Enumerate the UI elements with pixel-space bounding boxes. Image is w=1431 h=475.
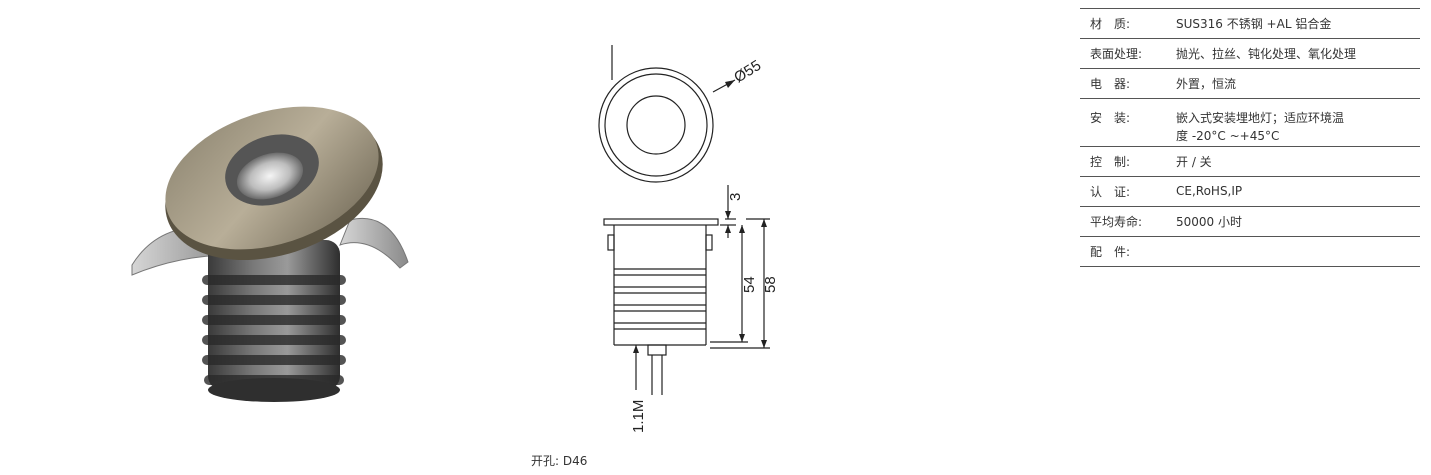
cutout-caption: 开孔: D46 <box>531 454 588 468</box>
product-render <box>131 106 409 402</box>
spec-key: 安 装: <box>1090 111 1131 125</box>
spec-value: 50000 小时 <box>1174 206 1420 237</box>
spec-row: 表面处理: 抛光、拉丝、钝化处理、氧化处理 <box>1080 38 1420 69</box>
spec-key: 平均寿命: <box>1080 206 1174 237</box>
spec-row: 材 质: SUS316 不锈钢 +AL 铝合金 <box>1080 8 1420 39</box>
spec-value <box>1174 236 1420 267</box>
total-height-label: 58 <box>762 276 779 293</box>
spec-key: 认 证: <box>1080 176 1174 207</box>
spec-row: 安 装: 嵌入式安装埋地灯；适应环境温 <box>1080 99 1420 127</box>
spec-row: 配 件: <box>1080 236 1420 267</box>
technical-drawing: Ø55 3 54 58 1.1M <box>560 35 820 445</box>
diameter-label: Ø55 <box>731 57 764 86</box>
spec-key: 控 制: <box>1080 146 1174 177</box>
spec-key: 表面处理: <box>1080 38 1174 69</box>
body-height-label: 54 <box>741 276 758 293</box>
spec-table: 材 质: SUS316 不锈钢 +AL 铝合金 表面处理: 抛光、拉丝、钝化处理… <box>1080 8 1420 267</box>
spec-value-continued: 度 -20°C ~+45°C <box>1174 126 1420 147</box>
spec-value: 抛光、拉丝、钝化处理、氧化处理 <box>1174 38 1420 69</box>
spec-value: CE,RoHS,IP <box>1174 176 1420 207</box>
spec-key: 电 器: <box>1080 68 1174 99</box>
spec-row: 认 证: CE,RoHS,IP <box>1080 176 1420 207</box>
spec-row: 平均寿命: 50000 小时 <box>1080 206 1420 237</box>
spec-row-continued: 度 -20°C ~+45°C <box>1080 126 1420 147</box>
spec-value: 外置，恒流 <box>1174 68 1420 99</box>
spec-value: 开 / 关 <box>1174 146 1420 177</box>
spec-key: 配 件: <box>1080 236 1174 267</box>
spec-key: 材 质: <box>1080 8 1174 39</box>
flange-thickness-label: 3 <box>727 193 744 201</box>
dimension-drawing: Ø55 3 54 58 1.1M <box>598 45 779 433</box>
spec-value: 嵌入式安装埋地灯；适应环境温 <box>1176 111 1345 125</box>
product-image <box>120 90 430 420</box>
spec-row: 控 制: 开 / 关 <box>1080 146 1420 177</box>
spec-value: SUS316 不锈钢 +AL 铝合金 <box>1174 8 1420 39</box>
cable-length-label: 1.1M <box>630 400 647 433</box>
spec-row: 电 器: 外置，恒流 <box>1080 68 1420 99</box>
